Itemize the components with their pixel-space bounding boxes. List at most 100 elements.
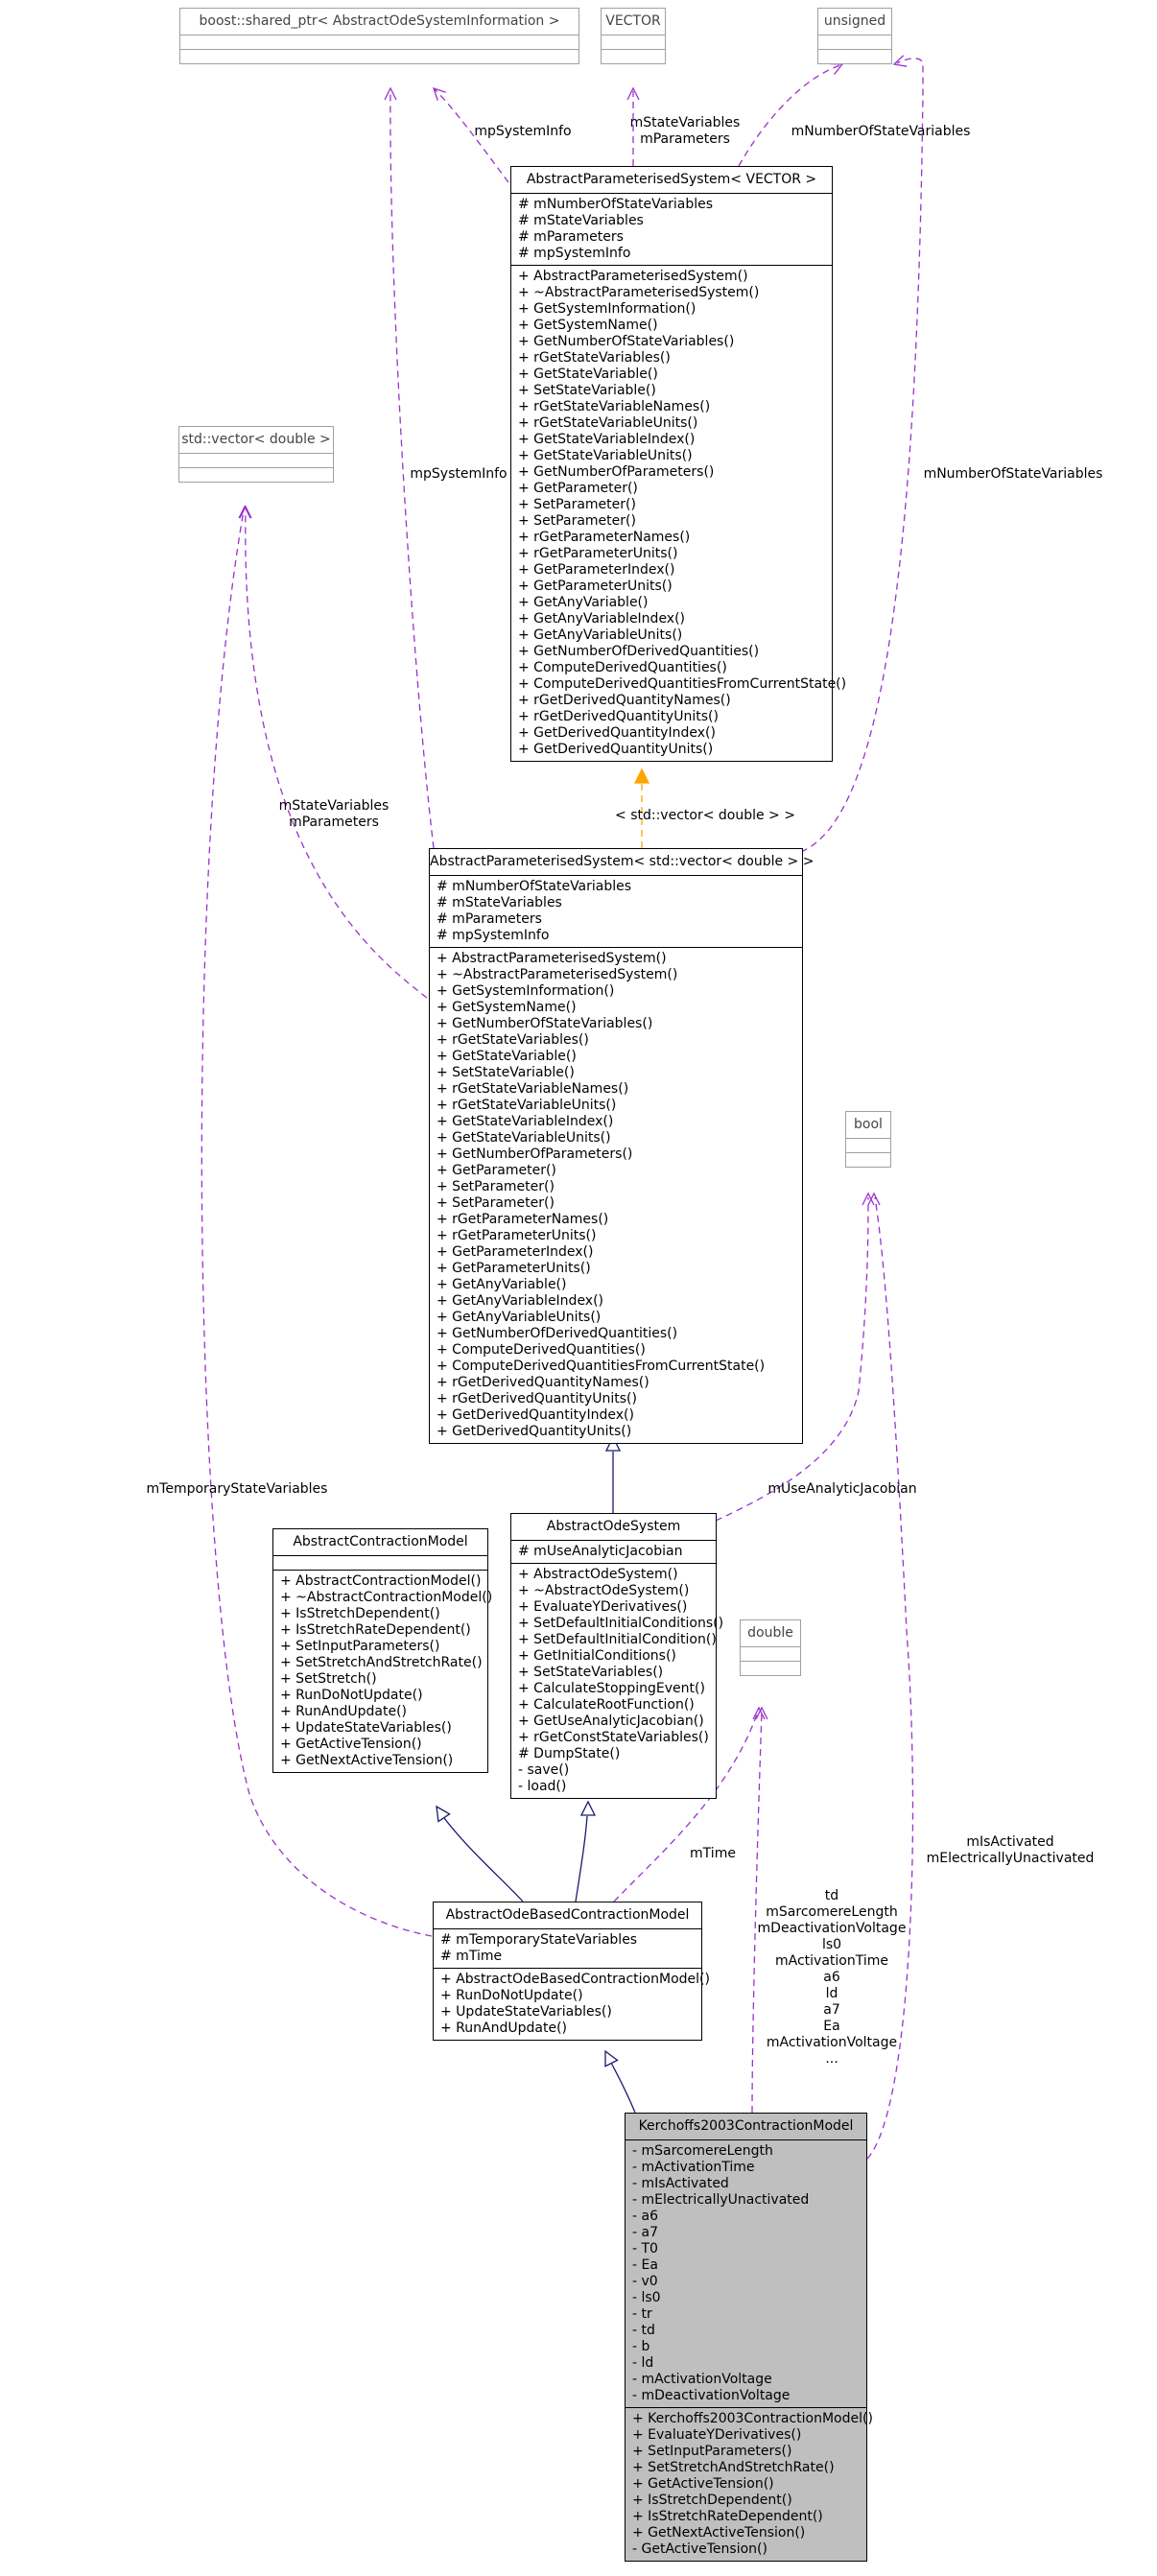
class-method: + GetUseAnalyticJacobian(): [518, 1713, 704, 1729]
class-attribute: - td: [632, 2323, 655, 2338]
class-attribute: - a7: [632, 2225, 658, 2240]
class-method: + rGetStateVariableUnits(): [518, 415, 698, 431]
inheritance-edge: [443, 1817, 524, 1902]
class-method: + SetStretch(): [280, 1671, 377, 1687]
class-title[interactable]: std::vector< double >: [181, 432, 331, 447]
association-arrowhead: [626, 86, 640, 101]
class-box-vector[interactable]: VECTOR: [601, 8, 666, 64]
class-attribute: - ld: [632, 2355, 654, 2371]
class-box-abstractodesystem[interactable]: AbstractOdeSystem # mUseAnalyticJacobian +…: [510, 1513, 724, 1799]
class-attribute: - b: [632, 2339, 650, 2354]
class-method: + SetStateVariable(): [437, 1065, 575, 1080]
class-method: - save(): [518, 1762, 570, 1778]
class-method: + GetStateVariableIndex(): [518, 432, 696, 447]
class-attribute: - mActivationTime: [632, 2160, 755, 2175]
class-title[interactable]: unsigned: [823, 13, 886, 29]
class-method: + SetStretchAndStretchRate(): [280, 1655, 483, 1670]
class-method: + GetAnyVariableIndex(): [518, 611, 686, 626]
class-method: + GetNumberOfStateVariables(): [437, 1016, 653, 1031]
class-method: + RunAndUpdate(): [280, 1704, 407, 1719]
attributes-section: # mNumberOfStateVariables# mStateVariabl…: [430, 875, 802, 947]
class-method: + GetSystemInformation(): [518, 301, 697, 317]
class-method: + ~AbstractParameterisedSystem(): [518, 285, 760, 300]
class-attribute: # mpSystemInfo: [518, 246, 631, 261]
attributes-section: [818, 35, 891, 49]
class-method: + GetAnyVariableUnits(): [437, 1310, 602, 1325]
methods-section: + AbstractOdeBasedContractionModel()+ Ru…: [434, 1968, 710, 2040]
class-method: + SetDefaultInitialConditions(): [518, 1616, 724, 1631]
class-method: + ~AbstractContractionModel(): [280, 1590, 493, 1605]
class-title[interactable]: AbstractParameterisedSystem< std::vector…: [430, 854, 815, 869]
class-method: + GetNumberOfParameters(): [437, 1146, 633, 1162]
class-box-aps-std[interactable]: AbstractParameterisedSystem< std::vector…: [429, 848, 815, 1444]
class-method: + EvaluateYDerivatives(): [632, 2427, 802, 2443]
class-attribute: - mDeactivationVoltage: [632, 2388, 791, 2403]
class-method: + EvaluateYDerivatives(): [518, 1599, 688, 1615]
class-title[interactable]: AbstractOdeBasedContractionModel: [445, 1907, 690, 1923]
edge-label: mNumberOfStateVariables: [737, 124, 1025, 140]
methods-section: [179, 467, 333, 482]
class-method: + GetParameterUnits(): [518, 579, 673, 594]
class-attribute: # mParameters: [518, 229, 624, 245]
class-method: + GetStateVariableUnits(): [437, 1130, 611, 1146]
class-box-bool[interactable]: bool: [845, 1111, 891, 1168]
class-method: + GetAnyVariableIndex(): [437, 1293, 604, 1309]
class-attribute: - v0: [632, 2274, 658, 2289]
class-box-abstractodebasedcontractionmodel[interactable]: AbstractOdeBasedContractionModel# mTempo…: [433, 1902, 710, 2041]
class-title[interactable]: AbstractContractionModel: [293, 1534, 468, 1549]
association-arrowhead: [755, 1706, 768, 1720]
class-box-unsigned[interactable]: unsigned: [817, 8, 892, 64]
class-method: + SetParameter(): [518, 497, 636, 512]
class-title[interactable]: VECTOR: [605, 13, 661, 29]
methods-section: + AbstractParameterisedSystem()+ ~Abstra…: [430, 947, 802, 1443]
class-method: + GetStateVariableUnits(): [518, 448, 693, 463]
class-method: + GetAnyVariableUnits(): [518, 627, 683, 643]
association-arrowhead: [867, 1192, 881, 1206]
edge-label: mUseAnalyticJacobian: [698, 1481, 986, 1498]
inheritance-arrowhead: [579, 1800, 597, 1816]
class-attribute: # mUseAnalyticJacobian: [518, 1544, 683, 1559]
class-method: + rGetStateVariableNames(): [518, 399, 711, 414]
edge-label-line: mStateVariables: [629, 115, 741, 130]
edge-label: < std::vector< double > >: [561, 808, 849, 824]
class-title[interactable]: bool: [854, 1117, 883, 1132]
class-box-shared-ptr[interactable]: boost::shared_ptr< AbstractOdeSystemInfo…: [179, 8, 579, 64]
class-method: + rGetParameterNames(): [437, 1212, 609, 1227]
usage-edge: [715, 1196, 869, 1522]
class-box-double[interactable]: double: [740, 1619, 801, 1676]
edge-label-line: mpSystemInfo: [410, 466, 508, 482]
inheritance-edge: [610, 2062, 636, 2114]
class-method: + SetInputParameters(): [280, 1639, 440, 1654]
class-attribute: # mParameters: [437, 911, 542, 927]
class-title[interactable]: AbstractParameterisedSystem< VECTOR >: [526, 172, 817, 187]
class-attribute: - Ea: [632, 2257, 658, 2273]
usage-edge: [245, 509, 428, 999]
class-method: + GetActiveTension(): [280, 1737, 422, 1752]
class-attribute: - a6: [632, 2209, 658, 2224]
class-method: + rGetDerivedQuantityNames(): [437, 1375, 649, 1390]
edge-label-line: mpSystemInfo: [474, 124, 572, 139]
class-attribute: # mNumberOfStateVariables: [437, 879, 632, 894]
class-box-kerchoffs[interactable]: Kerchoffs2003ContractionModel- mSarcomer…: [625, 2113, 873, 2562]
class-title[interactable]: Kerchoffs2003ContractionModel: [638, 2118, 854, 2134]
class-method: + rGetStateVariableUnits(): [437, 1098, 617, 1113]
class-attribute: # mTime: [440, 1949, 503, 1964]
class-method: + AbstractParameterisedSystem(): [518, 269, 748, 284]
edge-label-line: mUseAnalyticJacobian: [767, 1481, 917, 1497]
class-method: + Kerchoffs2003ContractionModel(): [632, 2411, 873, 2426]
class-method: + GetAnyVariable(): [518, 595, 649, 610]
class-method: + SetParameter(): [437, 1179, 555, 1194]
class-title[interactable]: boost::shared_ptr< AbstractOdeSystemInfo…: [199, 13, 560, 29]
class-method: + IsStretchDependent(): [632, 2493, 792, 2508]
class-method: + SetParameter(): [518, 513, 636, 529]
class-box-stdvector[interactable]: std::vector< double >: [178, 426, 334, 483]
usage-edge: [613, 1711, 759, 1902]
class-title[interactable]: double: [747, 1625, 793, 1641]
inheritance-arrowhead: [436, 1805, 451, 1823]
class-box-aps-vector[interactable]: AbstractParameterisedSystem< VECTOR > # m…: [510, 166, 846, 762]
class-method: + GetParameter(): [518, 481, 638, 496]
class-method: + GetParameterIndex(): [437, 1244, 594, 1260]
class-box-abstractcontractionmodel[interactable]: AbstractContractionModel+ AbstractContra…: [272, 1528, 493, 1773]
class-title[interactable]: AbstractOdeSystem: [546, 1519, 681, 1534]
